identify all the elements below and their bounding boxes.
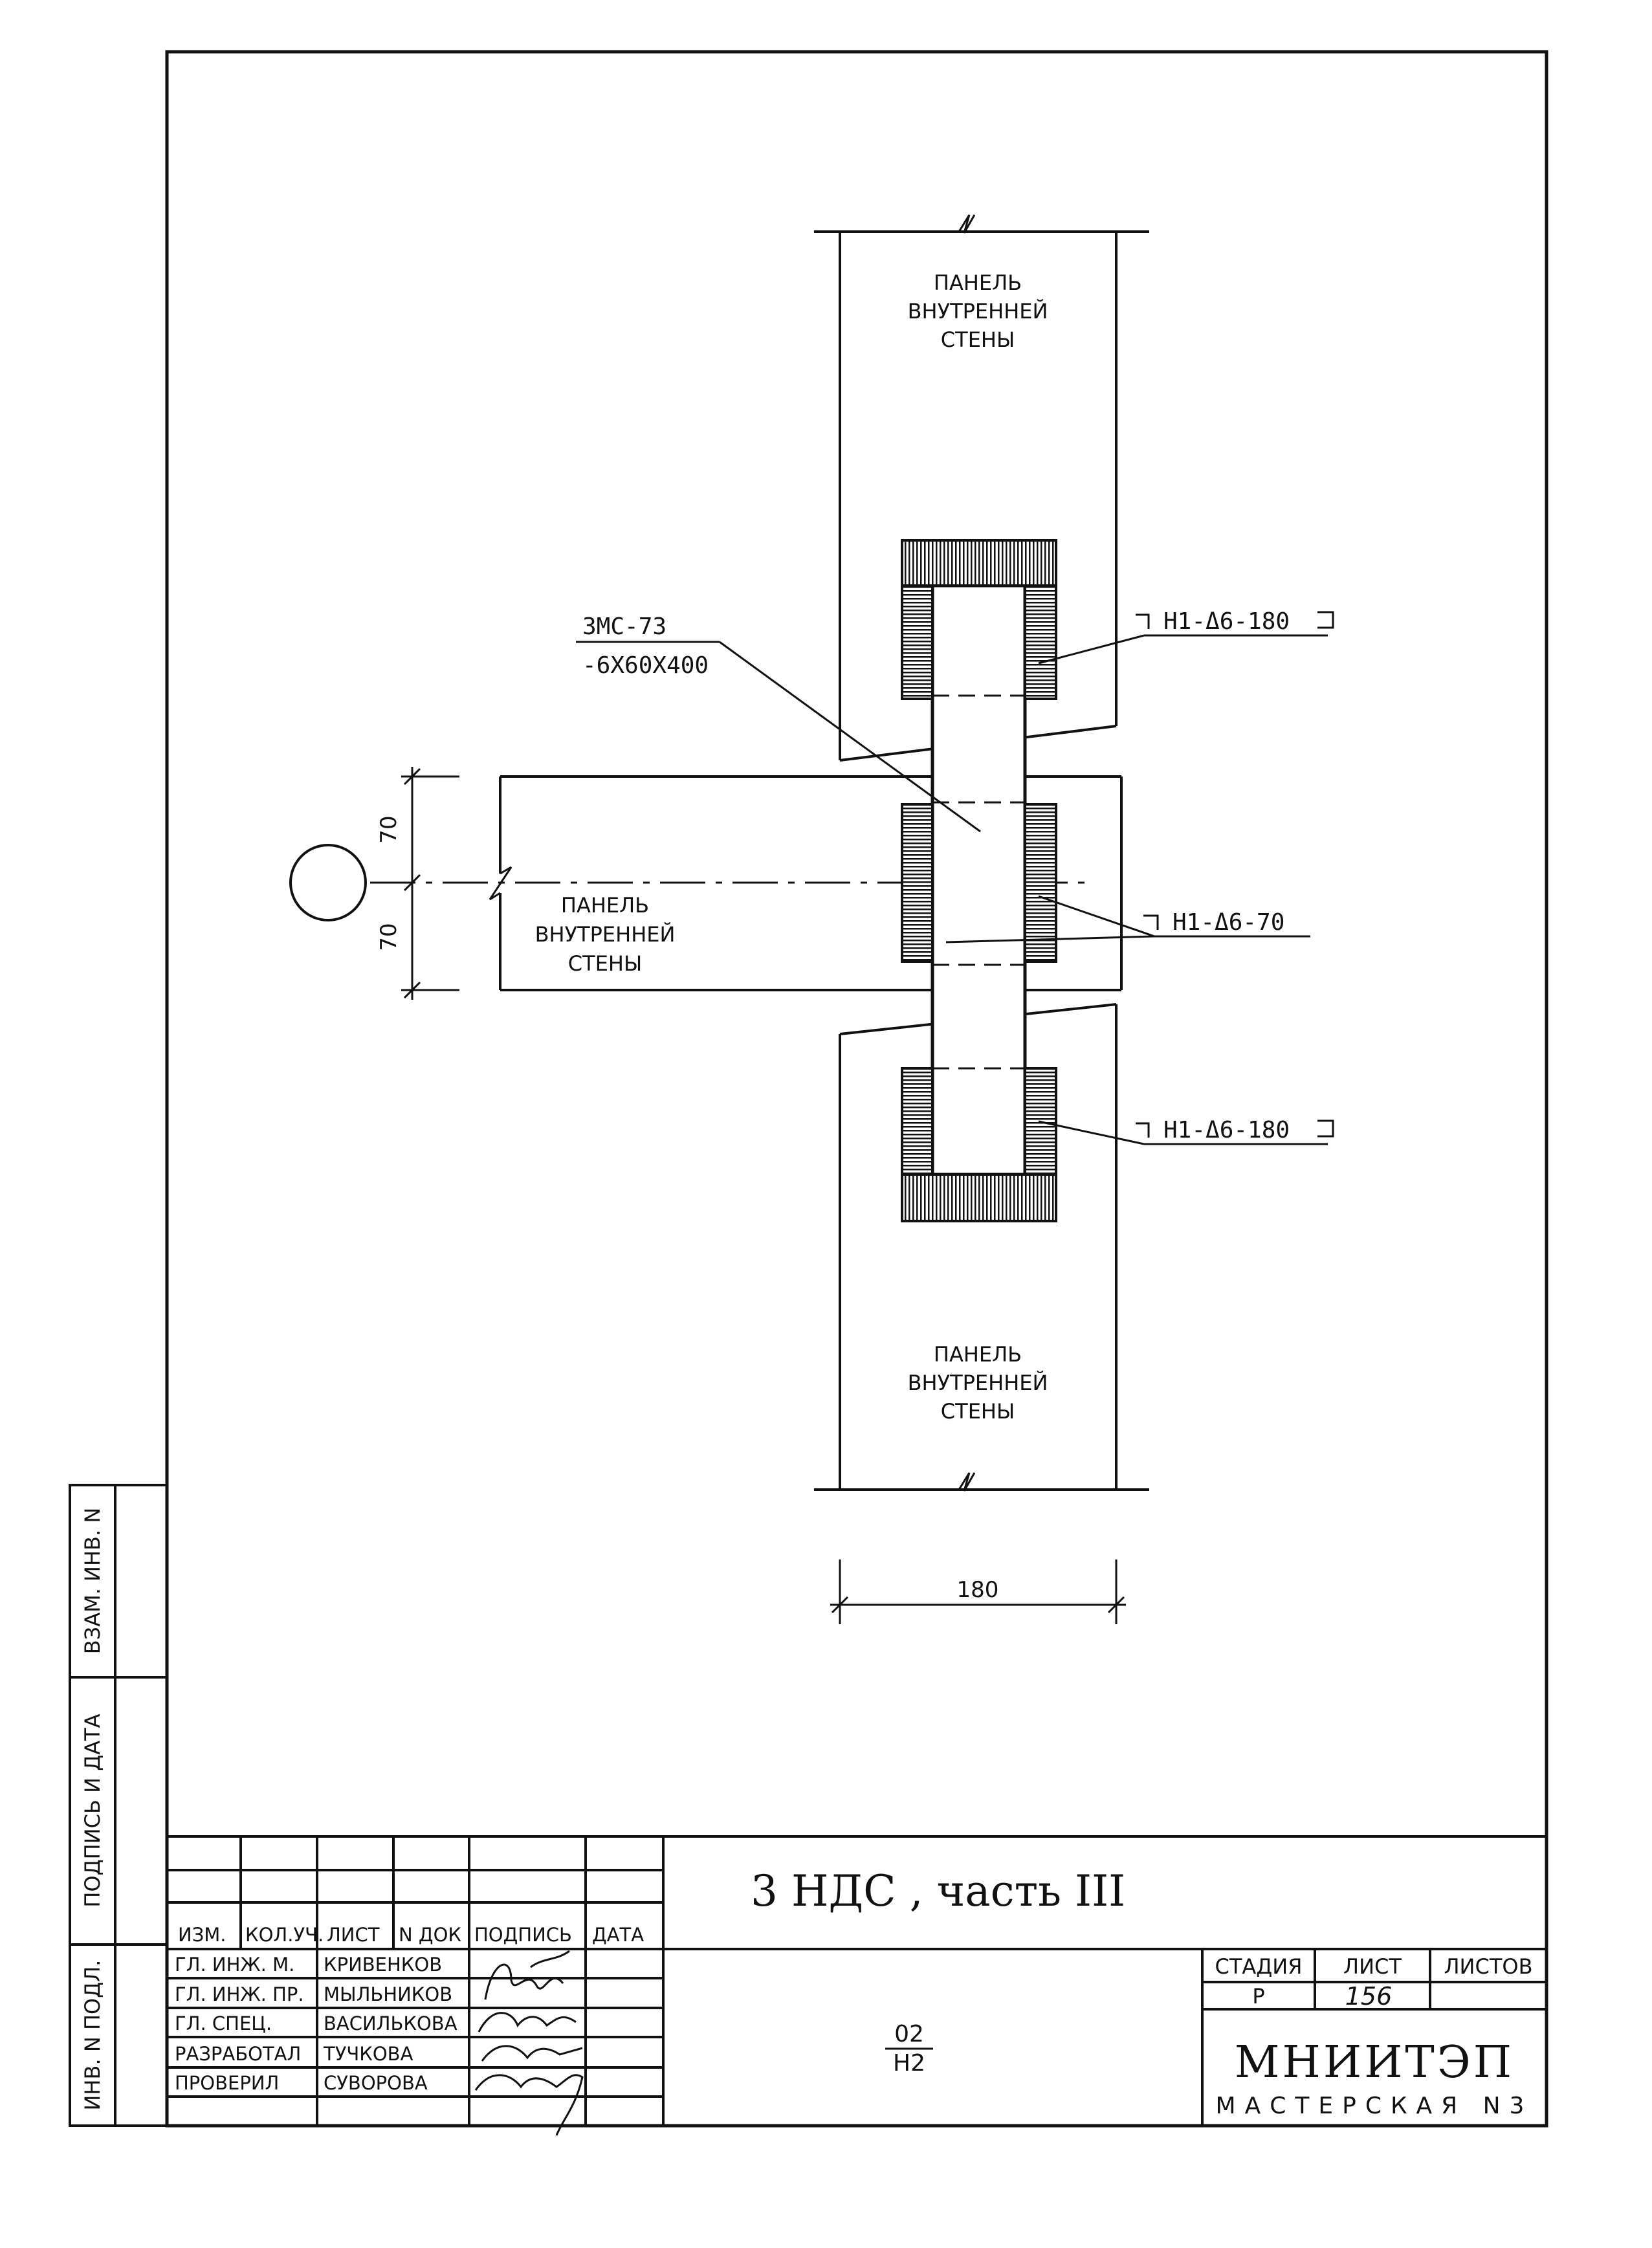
workshop-name: МАСТЕРСКАЯ N3 (1216, 2093, 1534, 2119)
signer-role-2: ГЛ. ИНЖ. ПР. (175, 1983, 304, 2005)
signatures (474, 1950, 584, 2136)
document-code-top: 02 (894, 2021, 924, 2047)
panel-left-line3: СТЕНЫ (568, 951, 642, 976)
header-n-dok: N ДОК (399, 1924, 461, 1946)
project-title: 3 НДС , часть III (751, 1866, 1125, 1916)
signer-role-1: ГЛ. ИНЖ. М. (175, 1954, 294, 1976)
signer-name-4: ТУЧКОВА (323, 2043, 413, 2065)
organization-name: МНИИТЭП (1235, 2037, 1514, 2088)
stage-label: СТАДИЯ (1215, 1954, 1303, 1979)
sheet-label: ЛИСТ (1343, 1954, 1402, 1979)
panel-bottom-line3: СТЕНЫ (941, 1399, 1015, 1424)
header-izm: ИЗМ. (178, 1924, 226, 1946)
dimension-width (830, 1559, 1126, 1624)
panel-top-line1: ПАНЕЛЬ (934, 270, 1022, 295)
joint-drawing (289, 214, 1328, 1624)
side-stamp-inv-podl: ИНВ. N ПОДЛ. (80, 1960, 105, 2111)
dim-width-label: 180 (957, 1577, 999, 1603)
header-kol-uch: КОЛ.УЧ. (245, 1924, 324, 1946)
weld-middle (901, 803, 1057, 963)
plate-mark-label: ЗМС-73 (582, 613, 666, 640)
panel-bottom-line2: ВНУТРЕННЕЙ (908, 1371, 1048, 1395)
weld-top (901, 539, 1057, 700)
signer-role-4: РАЗРАБОТАЛ (175, 2043, 301, 2065)
panel-top-line2: ВНУТРЕННЕЙ (908, 299, 1048, 324)
sheets-label: ЛИСТОВ (1444, 1954, 1532, 1979)
weld-symbols (1136, 611, 1334, 1138)
axis-marker-circle (289, 844, 367, 921)
signer-role-5: ПРОВЕРИЛ (175, 2072, 279, 2094)
side-stamp-vzam-inv: ВЗАМ. ИНВ. N (80, 1508, 105, 1655)
panel-bottom-line1: ПАНЕЛЬ (934, 1342, 1022, 1367)
side-stamp (69, 1484, 168, 2127)
signer-role-3: ГЛ. СПЕЦ. (175, 2012, 272, 2034)
signer-name-2: МЫЛЬНИКОВ (324, 1983, 452, 2005)
header-data: ДАТА (592, 1924, 644, 1946)
title-block-grid (167, 1835, 1547, 2126)
document-code-bottom: Н2 (893, 2050, 925, 2077)
panel-left-line1: ПАНЕЛЬ (561, 893, 649, 918)
side-stamp-podpis-data: ПОДПИСЬ И ДАТА (80, 1714, 105, 1907)
panel-top-line3: СТЕНЫ (941, 327, 1015, 352)
weld-leaders (945, 634, 1328, 1145)
sheet-frame (165, 50, 1548, 2128)
sheet-value: 156 (1345, 1982, 1393, 2011)
dim-upper-label: 70 (376, 815, 402, 843)
plate-leader (576, 641, 981, 833)
plate-size-label: -6X60X400 (582, 652, 709, 679)
weld-bottom (901, 1067, 1057, 1222)
signer-name-1: КРИВЕНКОВ (324, 1954, 442, 1976)
header-list: ЛИСТ (327, 1924, 380, 1946)
weld-bottom-label: Н1-Δ6-180 (1163, 1117, 1290, 1143)
panel-left-line2: ВНУТРЕННЕЙ (535, 922, 676, 947)
dim-lower-label: 70 (376, 923, 402, 951)
steel-plate (931, 584, 1027, 1176)
signer-name-3: ВАСИЛЬКОВА (324, 2012, 457, 2034)
weld-top-label: Н1-Δ6-180 (1163, 608, 1290, 635)
weld-mid-label: Н1-Δ6-70 (1173, 909, 1284, 936)
signer-name-5: СУВОРОВА (324, 2072, 428, 2094)
header-podpis: ПОДПИСЬ (474, 1924, 572, 1946)
stage-value: Р (1252, 1984, 1264, 2009)
